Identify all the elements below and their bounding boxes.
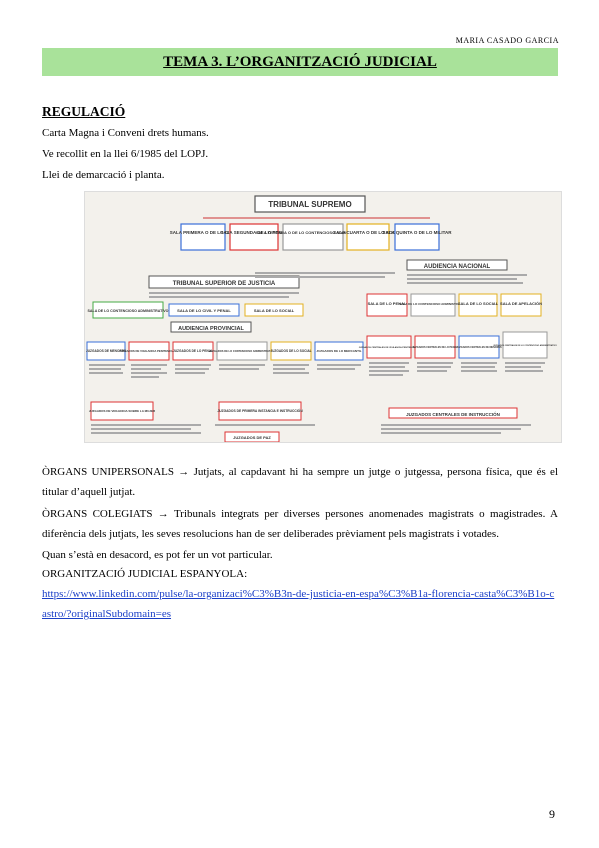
fig-bottom-3: JUZGADOS DE PAZ xyxy=(233,435,271,440)
paragraph-unipersonals: ÒRGANS UNIPERSONALS → Jutjats, al capdav… xyxy=(42,466,558,498)
fig-an-sala-4: SALA DE APELACIÓN xyxy=(500,301,542,306)
paragraph-vot-particular: Quan s’està en desacord, es pot fer un v… xyxy=(42,549,273,561)
fig-an-sala-3: SALA DE LO SOCIAL xyxy=(458,301,499,306)
fig-ap: AUDIENCIA PROVINCIAL xyxy=(178,326,244,332)
fig-ts-sala-3: SALA TERCERA O DE LO CONTENCIOSO ADMINIS… xyxy=(256,230,371,235)
section-heading: REGULACIÓ xyxy=(42,104,126,119)
regulation-line-3: Llei de demarcació i planta. xyxy=(42,169,165,181)
fig-an-juzgado-3: JUZGADOS CENTRALES DE MENORES xyxy=(456,346,502,349)
fig-an-sala-1: SALA DE LO PENAL xyxy=(368,301,407,306)
fig-tsj-sala-1: SALA DE LO CONTENCIOSO ADMINISTRATIVO xyxy=(88,309,169,313)
page-title: TEMA 3. L’ORGANITZACIÓ JUDICIAL xyxy=(163,54,437,70)
paragraph-organitzacio: ORGANITZACIÓ JUDICIAL ESPANYOLA: xyxy=(42,568,248,580)
fig-juzgado-6: JUZGADOS DE LO MERCANTIL xyxy=(316,349,361,353)
paragraph-colegiats: ÒRGANS COLEGIATS → Tribunals integrats p… xyxy=(42,508,558,540)
fig-tsj: TRIBUNAL SUPERIOR DE JUSTICIA xyxy=(173,281,276,287)
fig-an-juzgado-1: JUZGADOS CENTRALES DE VIGILANCIA PENITEN… xyxy=(359,346,420,349)
fig-ts-sala-2: SALA SEGUNDA DE LO PENAL xyxy=(220,230,287,235)
fig-juzgado-1: JUZGADOS DE MENORES xyxy=(86,349,126,353)
fig-bottom-4: JUZGADOS CENTRALES DE INSTRUCCIÓN xyxy=(406,410,500,417)
fig-juzgado-3: JUZGADOS DE LO PENAL xyxy=(173,349,213,353)
fig-an-juzgado-2: JUZGADOS CENTRALES DE LO PENAL xyxy=(412,346,458,349)
judicial-organization-diagram: TRIBUNAL SUPREMO SALA PRIMERA O DE LO CI… xyxy=(84,191,562,443)
page-title-bar: TEMA 3. L’ORGANITZACIÓ JUDICIAL xyxy=(42,48,558,76)
fig-bottom-1: JUZGADOS DE VIOLENCIA SOBRE LA MUJER xyxy=(89,409,156,413)
fig-an: AUDIENCIA NACIONAL xyxy=(424,264,491,270)
fig-bottom-2: JUZGADOS DE PRIMERA INSTANCIA E INSTRUCC… xyxy=(217,408,303,413)
fig-tsj-sala-3: SALA DE LO SOCIAL xyxy=(254,308,295,313)
fig-juzgado-2: JUZGADOS DE VIGILANCIA PENITENCIARIA xyxy=(119,349,179,353)
fig-juzgado-5: JUZGADOS DE LO SOCIAL xyxy=(270,349,311,353)
fig-ts-sala-4: SALA CUARTA O DE LO SOCIAL xyxy=(333,230,403,235)
regulation-line-2: Ve recollit en la llei 6/1985 del LOPJ. xyxy=(42,148,209,160)
fig-tribunal-supremo: TRIBUNAL SUPREMO xyxy=(268,200,351,209)
author-name: MARIA CASADO GARCIA xyxy=(455,36,559,45)
reference-link[interactable]: https://www.linkedin.com/pulse/la-organi… xyxy=(42,588,555,620)
fig-ts-sala-1: SALA PRIMERA O DE LO CIVIL xyxy=(170,230,237,235)
page-number: 9 xyxy=(549,807,555,821)
fig-tsj-sala-2: SALA DE LO CIVIL Y PENAL xyxy=(177,308,231,313)
fig-an-sala-2: SALA DE LO CONTENCIOSO ADMINISTRATIVO xyxy=(399,302,467,306)
fig-juzgado-4: JUZGADOS DE LO CONTENCIOSO ADMINISTRATIV… xyxy=(209,349,275,353)
fig-ts-sala-5: SALA QUINTA O DE LO MILITAR xyxy=(383,230,453,235)
fig-an-juzgado-4: JUZGADOS CENTRALES DE LO CONTENCIOSO ADM… xyxy=(493,344,557,347)
diagram-svg: TRIBUNAL SUPREMO SALA PRIMERA O DE LO CI… xyxy=(86,195,557,442)
regulation-line-1: Carta Magna i Conveni drets humans. xyxy=(42,127,209,139)
